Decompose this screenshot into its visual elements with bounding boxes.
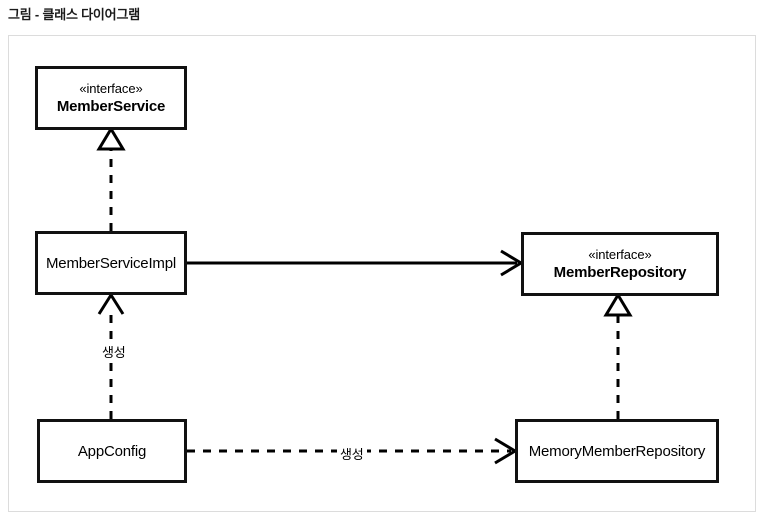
- edge-label-create-memory: 생성: [337, 444, 367, 463]
- class-box-member-service-impl[interactable]: MemberServiceImpl: [35, 231, 187, 295]
- page-title: 그림 - 클래스 다이어그램: [8, 7, 140, 22]
- class-name: MemberService: [56, 98, 166, 115]
- class-name: MemoryMemberRepository: [528, 442, 706, 460]
- class-stereotype: «interface»: [588, 247, 652, 262]
- class-box-memory-member-repository[interactable]: MemoryMemberRepository: [515, 419, 719, 483]
- connector-impl-uses-repository: [187, 249, 524, 277]
- diagram-frame: MemberRepository --> «interface» MemberS…: [8, 35, 756, 512]
- connector-appconfig-creates-impl: [97, 292, 125, 419]
- hollow-triangle-arrowhead-member-service: [96, 126, 126, 151]
- edge-label-create-impl: 생성: [99, 342, 129, 361]
- open-arrowhead-member-service-impl: [97, 292, 125, 315]
- class-stereotype: «interface»: [79, 81, 143, 96]
- connector-impl-realizes-service: [96, 126, 126, 231]
- class-name: MemberRepository: [553, 264, 687, 281]
- class-box-member-service[interactable]: «interface» MemberService: [35, 66, 187, 130]
- hollow-triangle-arrowhead-member-repository: [603, 292, 633, 317]
- class-box-app-config[interactable]: AppConfig: [37, 419, 187, 483]
- class-name: MemberServiceImpl: [46, 254, 176, 272]
- class-name: AppConfig: [77, 442, 147, 460]
- class-box-member-repository[interactable]: «interface» MemberRepository: [521, 232, 719, 296]
- connector-memory-realizes-repository: [603, 292, 633, 419]
